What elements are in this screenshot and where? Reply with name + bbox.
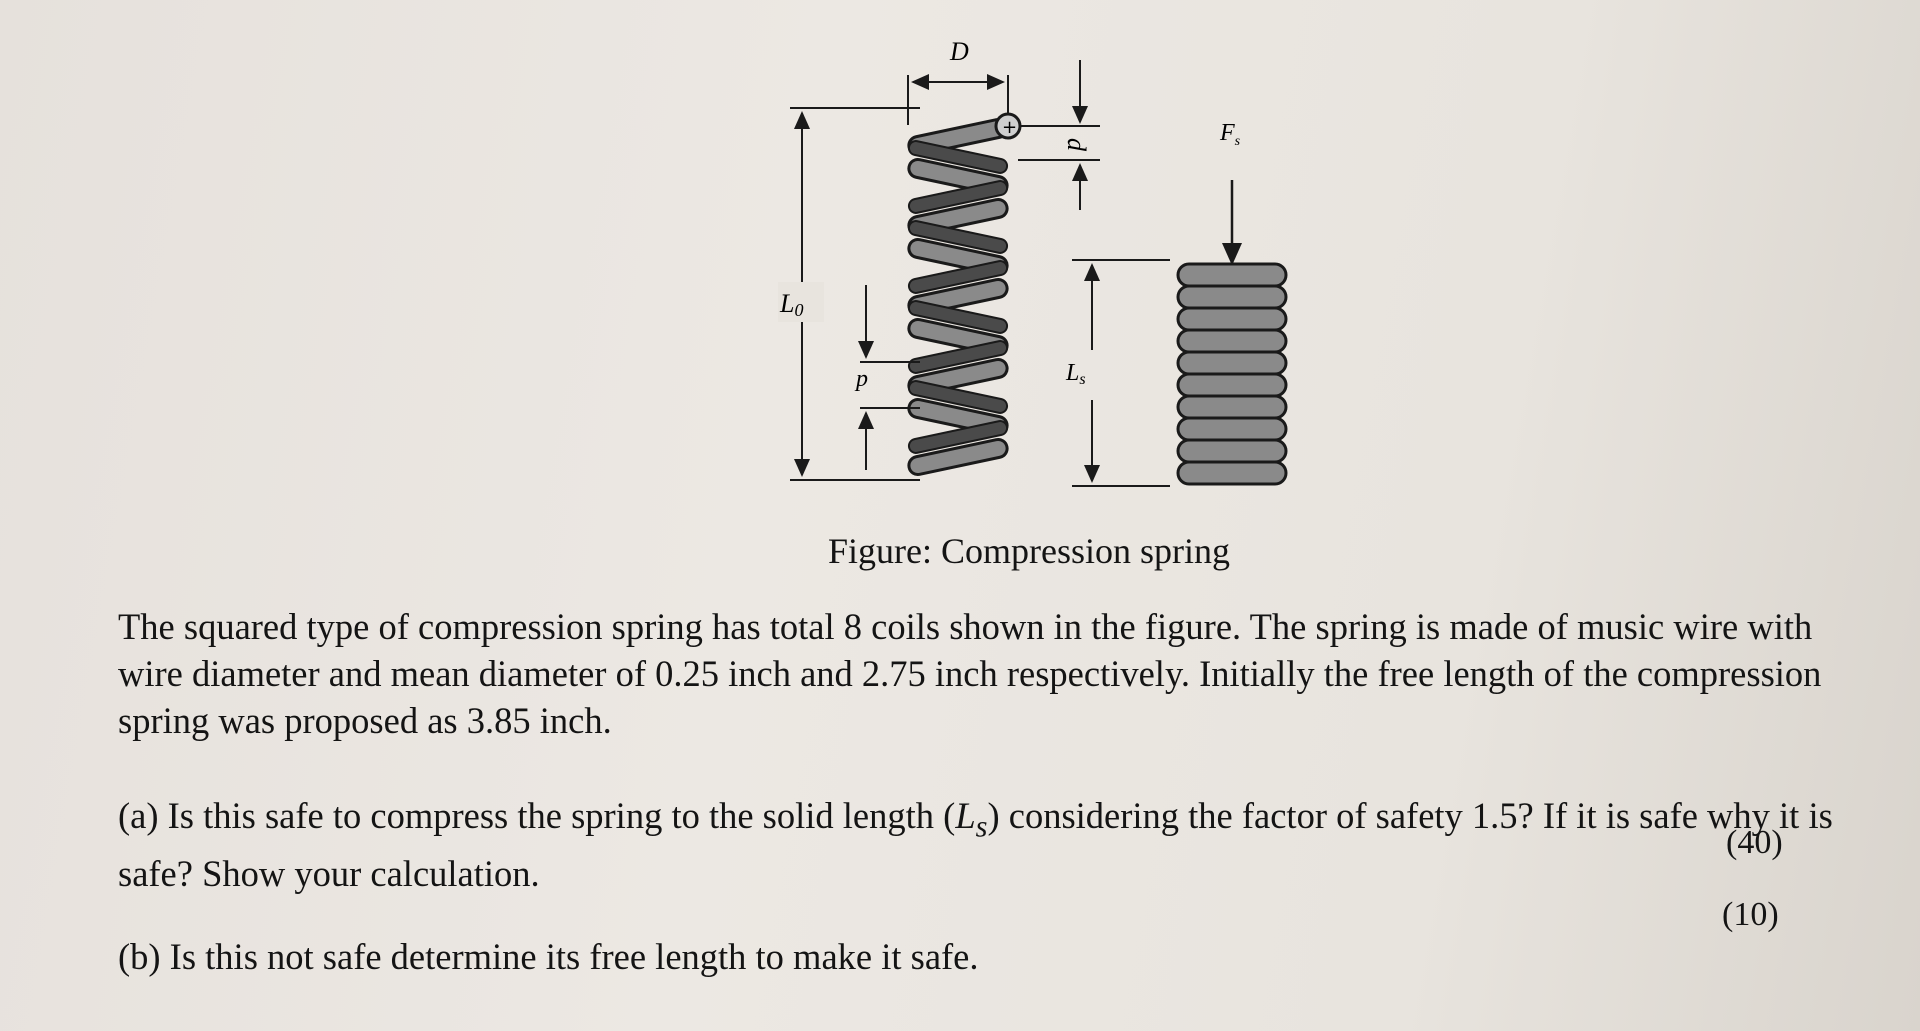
spring-diagram: L0 D d [778,37,1288,487]
figure-caption: Figure: Compression spring [828,531,1230,571]
part-a-text-end: ) considering the factor of safety 1.5? … [118,794,1833,894]
mean-diameter-dimension: D [907,37,1009,125]
free-spring-coils: + [907,112,1022,477]
part-b-marks: (10) [1722,896,1779,933]
solid-length-symbol: Ls [955,794,988,843]
pitch-dimension: p [854,285,920,470]
wire-diameter-dimension: d [1018,60,1100,210]
plus-icon: + [1002,117,1017,138]
part-a-marks: (40) [1726,824,1783,861]
force-label: Fs [1219,120,1241,149]
question-part-b: (b) Is this not safe determine its free … [118,935,979,977]
solid-length-dimension: Ls [1065,259,1170,487]
part-a-text-start: (a) Is this safe to compress the spring … [118,794,956,836]
solid-length-label: Ls [1065,360,1086,388]
mean-diameter-label: D [949,37,969,66]
free-length-label: L0 [779,289,803,320]
wire-diameter-label: d [1062,138,1091,152]
problem-intro: The squared type of compression spring h… [118,605,1822,741]
solid-spring-coils [1176,262,1288,486]
question-part-a: (a) Is this safe to compress the spring … [118,792,1858,897]
compression-spring-figure: L0 D d [740,20,1360,500]
pitch-label: p [854,366,868,392]
wire-section-icon [994,112,1022,140]
spring-force-arrow: Fs [1219,120,1242,266]
free-length-dimension: L0 [778,107,920,481]
